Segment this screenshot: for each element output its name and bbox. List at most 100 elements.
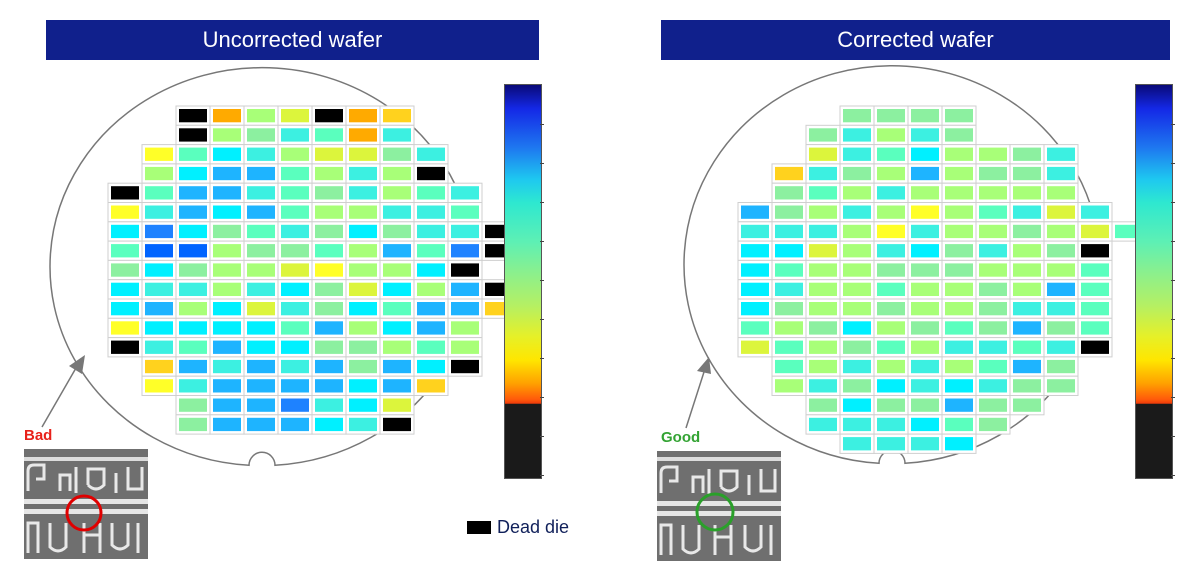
corrected-die <box>945 321 973 335</box>
uncorrected-die <box>111 244 139 258</box>
uncorrected-die <box>451 302 479 316</box>
uncorrected-die <box>179 321 207 335</box>
uncorrected-die <box>315 128 343 142</box>
corrected-die <box>809 282 837 296</box>
uncorrected-die <box>213 398 241 412</box>
corrected-die <box>1013 263 1041 277</box>
corrected-die <box>979 359 1007 374</box>
uncorrected-die <box>111 224 139 239</box>
corrected-die <box>877 128 905 142</box>
uncorrected-die <box>281 128 309 142</box>
uncorrected-dead-die <box>179 128 207 142</box>
uncorrected-die <box>281 166 309 181</box>
corrected-die <box>945 186 973 200</box>
corrected-die <box>1047 147 1075 161</box>
uncorrected-die <box>451 321 479 335</box>
color-scale-tick <box>540 358 544 359</box>
uncorrected-die <box>349 224 377 239</box>
uncorrected-die <box>417 147 445 161</box>
uncorrected-die <box>451 186 479 200</box>
uncorrected-die <box>213 282 241 296</box>
corrected-die <box>741 224 769 239</box>
corrected-die <box>843 244 871 258</box>
uncorrected-die <box>281 109 309 123</box>
corrected-die <box>1047 302 1075 316</box>
corrected-die <box>1013 186 1041 200</box>
corrected-die <box>843 302 871 316</box>
uncorrected-die <box>315 302 343 316</box>
corrected-die <box>911 128 939 142</box>
uncorrected-die <box>281 244 309 258</box>
uncorrected-die <box>383 224 411 239</box>
corrected-die <box>1081 302 1109 316</box>
color-scale-tick <box>1171 475 1175 476</box>
corrected-die <box>911 224 939 239</box>
corrected-die <box>877 109 905 123</box>
uncorrected-dead-die <box>179 109 207 123</box>
corrected-die <box>741 340 769 354</box>
corrected-die <box>877 302 905 316</box>
corrected-die <box>1013 321 1041 335</box>
corrected-die <box>1047 359 1075 374</box>
corrected-die <box>843 109 871 123</box>
corrected-die <box>979 417 1007 432</box>
corrected-die <box>945 302 973 316</box>
corrected-die <box>843 186 871 200</box>
uncorrected-die <box>315 359 343 374</box>
corrected-die <box>1013 244 1041 258</box>
uncorrected-die <box>451 224 479 239</box>
corrected-die <box>877 321 905 335</box>
uncorrected-die <box>247 263 275 277</box>
uncorrected-die <box>417 282 445 296</box>
uncorrected-die <box>145 359 173 374</box>
corrected-die <box>877 205 905 219</box>
uncorrected-die <box>383 379 411 393</box>
uncorrected-die <box>111 205 139 219</box>
corrected-die <box>911 379 939 393</box>
corrected-die <box>1047 379 1075 393</box>
corrected-dead-die <box>1081 244 1109 258</box>
sem-image-bad-die <box>24 449 148 559</box>
uncorrected-die <box>417 321 445 335</box>
uncorrected-dead-die <box>383 417 411 432</box>
uncorrected-die <box>281 263 309 277</box>
corrected-die <box>775 205 803 219</box>
corrected-wafer-map <box>683 65 1147 465</box>
corrected-die <box>843 379 871 393</box>
corrected-die <box>911 302 939 316</box>
uncorrected-die <box>417 263 445 277</box>
corrected-die <box>945 359 973 374</box>
corrected-die <box>877 147 905 161</box>
corrected-die <box>775 302 803 316</box>
uncorrected-die <box>179 359 207 374</box>
corrected-die <box>945 340 973 354</box>
bad-die-pointer-arrowhead <box>69 355 85 374</box>
uncorrected-die <box>349 205 377 219</box>
uncorrected-die <box>315 417 343 432</box>
corrected-die <box>945 205 973 219</box>
corrected-die <box>843 166 871 181</box>
corrected-die <box>877 244 905 258</box>
corrected-dead-die <box>1081 340 1109 354</box>
uncorrected-die <box>281 302 309 316</box>
uncorrected-die <box>179 398 207 412</box>
corrected-die <box>1081 282 1109 296</box>
corrected-die <box>945 109 973 123</box>
corrected-die <box>1047 282 1075 296</box>
uncorrected-die <box>349 417 377 432</box>
uncorrected-die <box>213 321 241 335</box>
corrected-die <box>911 147 939 161</box>
color-scale-tick <box>1171 202 1175 203</box>
uncorrected-die <box>179 282 207 296</box>
corrected-die <box>843 128 871 142</box>
corrected-die <box>1047 205 1075 219</box>
corrected-die <box>911 205 939 219</box>
uncorrected-die <box>213 359 241 374</box>
uncorrected-die <box>281 224 309 239</box>
color-scale-tick <box>540 319 544 320</box>
uncorrected-die <box>383 340 411 354</box>
color-scale-tick <box>1171 397 1175 398</box>
uncorrected-die <box>315 379 343 393</box>
corrected-die <box>843 205 871 219</box>
uncorrected-die <box>179 379 207 393</box>
